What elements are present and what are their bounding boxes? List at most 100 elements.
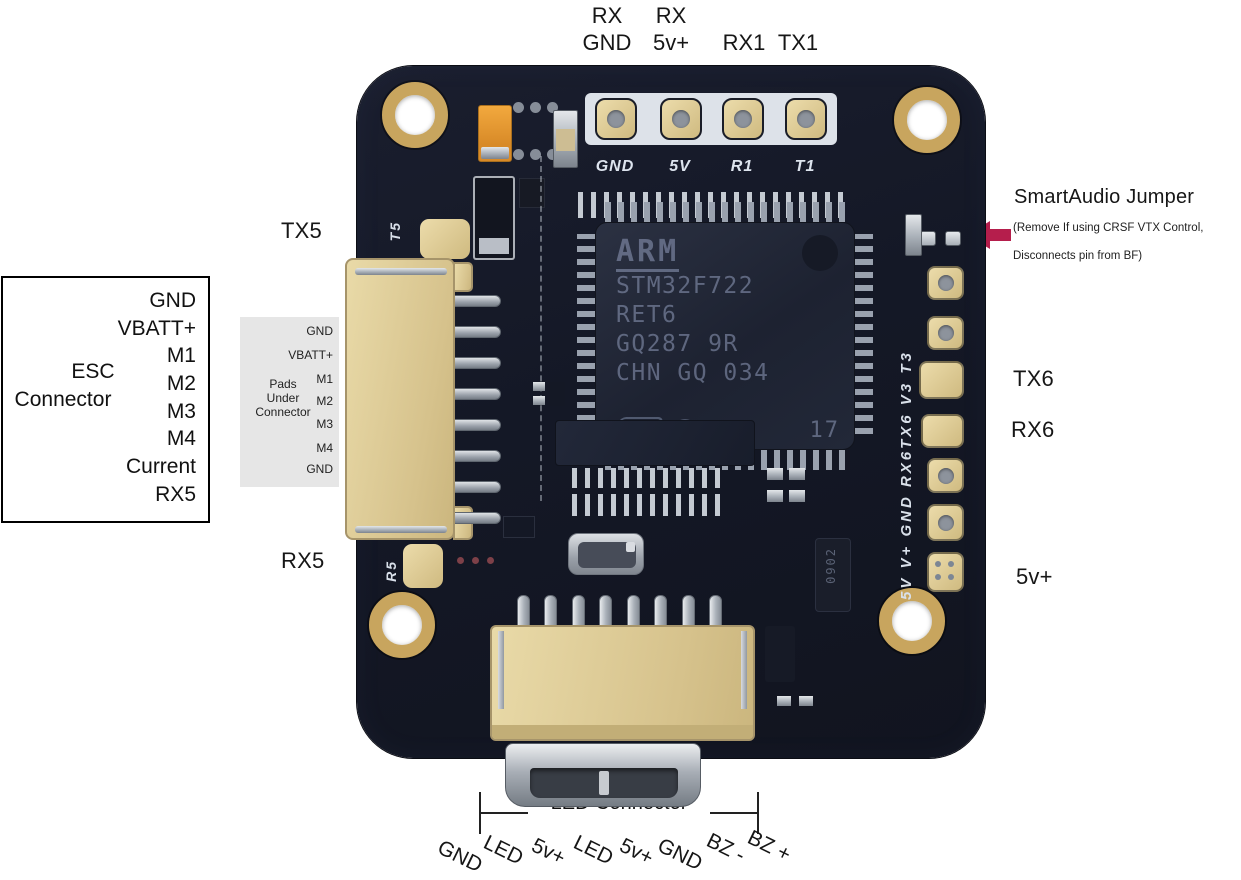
- esc-title-line1: ESC: [71, 360, 115, 383]
- pads-pin-m3: M3: [316, 417, 333, 431]
- led-pin-5v2: 5v+: [615, 834, 657, 870]
- tantalum-capacitor: [478, 105, 512, 162]
- pad-v3-hole: [937, 325, 954, 341]
- led-socket-base: [492, 725, 753, 739]
- smd-component: [777, 696, 791, 706]
- mounting-hole-bottom-left: [369, 592, 435, 658]
- silk-5v: 5V: [669, 158, 691, 175]
- esc-socket: [345, 258, 455, 540]
- label-tx5: TX5: [281, 218, 322, 243]
- pad-vplus-hole: [937, 514, 954, 531]
- pads-pin-m2: M2: [316, 394, 333, 408]
- esc-socket-pin: [453, 450, 501, 462]
- pad-t1-hole: [797, 110, 815, 128]
- esc-connector-box: ESC Connector GND VBATT+ M1 M2 M3 M4 Cur…: [1, 276, 210, 523]
- esc-title-line2: Connector: [14, 388, 112, 411]
- pad-gnd-hole: [607, 110, 625, 128]
- led-pin-led2: LED: [569, 831, 617, 870]
- label-rx-5v: RX 5v+: [646, 2, 696, 56]
- label-tx6: TX6: [1013, 366, 1054, 391]
- sot23-code: 0902: [824, 547, 838, 584]
- pads-under-title-1: Pads: [269, 377, 297, 391]
- pad-5v-right-holes: [934, 561, 957, 583]
- mcu-pins-top: [605, 202, 845, 222]
- pad-vplus: [927, 504, 964, 541]
- smartaudio-note-2: Disconnects pin from BF): [1013, 250, 1143, 262]
- esc-socket-pin: [453, 481, 501, 493]
- mcu-part-number: STM32F722: [616, 273, 755, 299]
- smd-component: [549, 382, 565, 406]
- label-rx6: RX6: [1011, 417, 1055, 442]
- smd-component: [533, 396, 545, 405]
- esc-socket-pin: [453, 512, 501, 524]
- esc-socket-pin: [453, 388, 501, 400]
- esc-pin-rx5: RX5: [155, 483, 196, 506]
- esc-pin-vbatt: VBATT+: [117, 317, 196, 340]
- pad-tx6: [919, 361, 964, 399]
- label-rx-gnd-line1: RX: [591, 3, 623, 28]
- silk-r5: R5: [383, 560, 399, 582]
- silk-r1: R1: [730, 158, 754, 175]
- pad-5v-right: [927, 552, 964, 592]
- silk-right-vertical: 5V V+ GND RX6TX6 V3 T3: [898, 350, 915, 600]
- smartaudio-jumper-pad-2: [945, 231, 961, 246]
- pad-r1-hole: [734, 110, 752, 128]
- mcu-package: RET6: [616, 302, 678, 328]
- label-rx-5v-line2: 5v+: [652, 30, 690, 55]
- pads-pin-m1: M1: [316, 372, 333, 386]
- esc-socket-pin: [453, 357, 501, 369]
- led-pin-gnd1: GND: [433, 836, 486, 878]
- mcu-pins-left: [577, 234, 595, 434]
- smd-component: [503, 516, 535, 538]
- pads-pin-vbatt: VBATT+: [288, 348, 333, 362]
- smd-component: [767, 468, 783, 480]
- esc-pin-m1: M1: [166, 344, 196, 367]
- mcu-pin1-dimple: [802, 235, 838, 271]
- pad-r5: [403, 544, 443, 588]
- usb-connector: [505, 743, 701, 807]
- mounting-hole-top-left: [382, 82, 448, 148]
- mcu-brand: ARM: [616, 235, 680, 272]
- smd-transistor: [765, 626, 795, 682]
- pads-under-title-3: Connector: [255, 405, 311, 419]
- pad-gnd: [595, 98, 637, 140]
- silk-t5: T5: [387, 221, 403, 242]
- label-tx1-text: TX1: [777, 30, 819, 55]
- esc-pin-m4: M4: [166, 427, 196, 450]
- led-socket-latch-left: [498, 631, 504, 709]
- solder-dot: [472, 557, 479, 564]
- led-bracket-tick-right: [757, 792, 759, 834]
- via-cluster: [513, 102, 558, 160]
- pad-t5: [420, 219, 470, 259]
- usb-tongue: [599, 771, 609, 795]
- smd-component: [767, 490, 783, 502]
- smd-component: [789, 468, 805, 480]
- usb-opening: [530, 768, 678, 798]
- solder-dot: [487, 557, 494, 564]
- esc-socket-latch-bottom: [355, 526, 447, 533]
- esc-pin-m2: M2: [166, 372, 196, 395]
- sot23-component: 0902: [815, 538, 851, 612]
- crystal-mark: [626, 542, 635, 552]
- label-rx-gnd: RX GND: [579, 2, 635, 56]
- label-rx-5v-line1: RX: [655, 3, 687, 28]
- pad-5v-hole: [672, 110, 690, 128]
- mcu-year: 17: [809, 417, 840, 443]
- pad-r1: [722, 98, 764, 140]
- led-socket: [490, 625, 755, 741]
- pads-under-title: Pads Under Connector: [242, 377, 324, 419]
- diode: [473, 176, 515, 260]
- led-socket-latch-right: [741, 631, 747, 709]
- smartaudio-jumper-pad-1: [920, 231, 936, 246]
- pad-gnd-right: [927, 458, 964, 493]
- mcu-lot-code: GQ287 9R: [616, 331, 739, 357]
- led-pin-bz-plus: BZ +: [743, 826, 795, 867]
- smartaudio-title: SmartAudio Jumper: [1014, 186, 1195, 208]
- esc-socket-pin: [453, 419, 501, 431]
- solder-dot: [457, 557, 464, 564]
- esc-socket-pin: [453, 295, 501, 307]
- pad-t1: [785, 98, 827, 140]
- led-bracket-tick-left: [479, 792, 481, 834]
- pcb-board: GND 5V R1 T1 ARM STM32F722 RET6 GQ287 9R…: [345, 66, 985, 807]
